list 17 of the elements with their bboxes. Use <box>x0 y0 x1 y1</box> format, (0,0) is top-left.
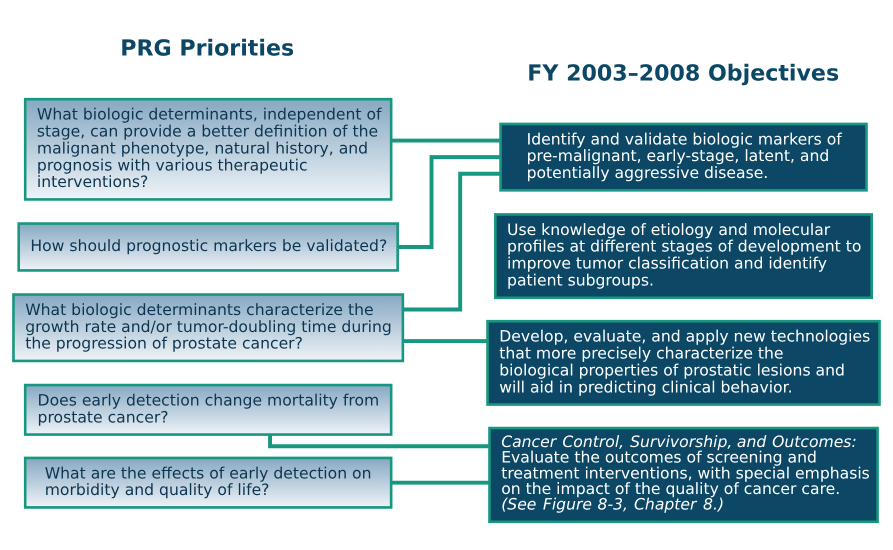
label: FY 2003–2008 Objectives <box>527 60 840 86</box>
node-box: Cancer Control, Survivorship, and Outcomes: Evaluate the outcomes of screening and treatment interventions, with special emphasis on the impact of the quality of cancer care. (See Figure 8-3, Chapter 8.) <box>488 426 879 524</box>
node-box: What are the effects of early detection on morbidity and quality of life? <box>24 456 392 509</box>
connector <box>391 138 501 142</box>
node-box: Develop, evaluate, and apply new technologies that more precisely characterize the biological properties of prostatic lesions and will aid in predicting clinical behavior. <box>486 320 881 406</box>
node-box: Use knowledge of etiology and molecular profiles at different stages of development to improve tumor classification and identify patient subgroups. <box>494 213 874 300</box>
node-box: How should prognostic markers be validated? <box>17 222 399 272</box>
connector <box>398 155 500 249</box>
node-box: What biologic determinants, independent of stage, can provide a better definition of the malignant phenotype, natural history, and prognosis with various therapeutic interventions? <box>24 98 392 201</box>
connector <box>403 172 500 312</box>
connector <box>391 480 490 485</box>
connector <box>268 434 489 448</box>
node-box: What biologic determinants characterize the growth rate and/or tumor-doubling time during the progression of prostate cancer? <box>12 293 404 362</box>
node-box: Does early detection change mortality from prostate cancer? <box>24 384 392 436</box>
connector <box>402 339 488 344</box>
node-box: Identify and validate biologic markers of pre-malignant, early-stage, latent, and potentially aggressive disease. <box>499 122 868 192</box>
label: PRG Priorities <box>120 36 294 62</box>
